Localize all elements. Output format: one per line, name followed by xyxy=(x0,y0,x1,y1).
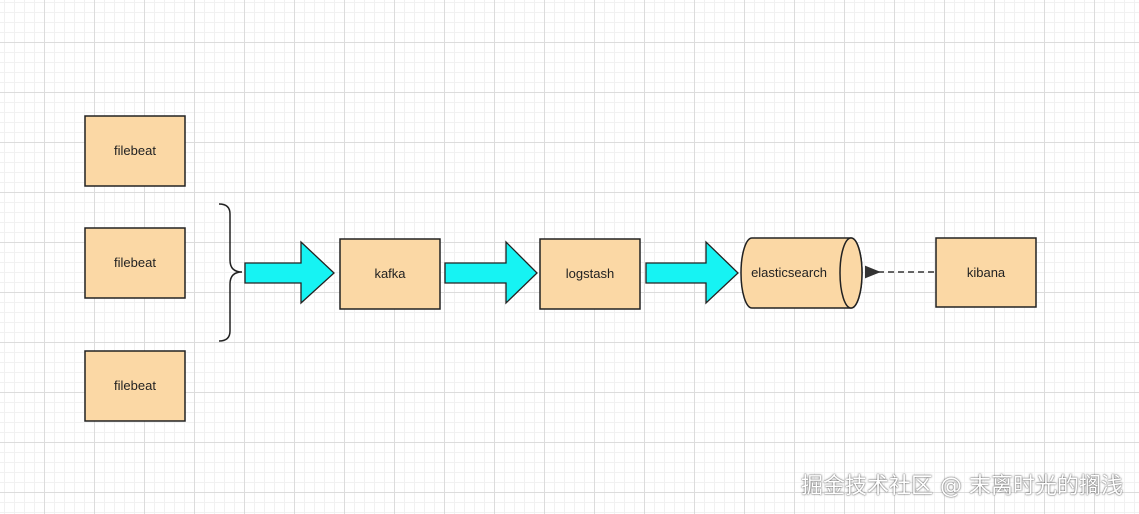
block-arrow-to-elasticsearch xyxy=(645,240,739,305)
block-arrow-to-kafka xyxy=(244,240,335,305)
logstash-box[interactable] xyxy=(539,238,641,310)
filebeat-box-3[interactable] xyxy=(84,350,186,422)
kafka-box[interactable] xyxy=(339,238,441,310)
kibana-box[interactable] xyxy=(935,237,1037,308)
curly-brace xyxy=(218,203,243,342)
block-arrow-to-logstash xyxy=(444,240,538,305)
filebeat-box-2[interactable] xyxy=(84,227,186,299)
watermark: 掘金技术社区 @ 末离时光的搁浅 xyxy=(801,474,1123,499)
elasticsearch-cylinder[interactable] xyxy=(740,237,863,309)
filebeat-box-1[interactable] xyxy=(84,115,186,187)
